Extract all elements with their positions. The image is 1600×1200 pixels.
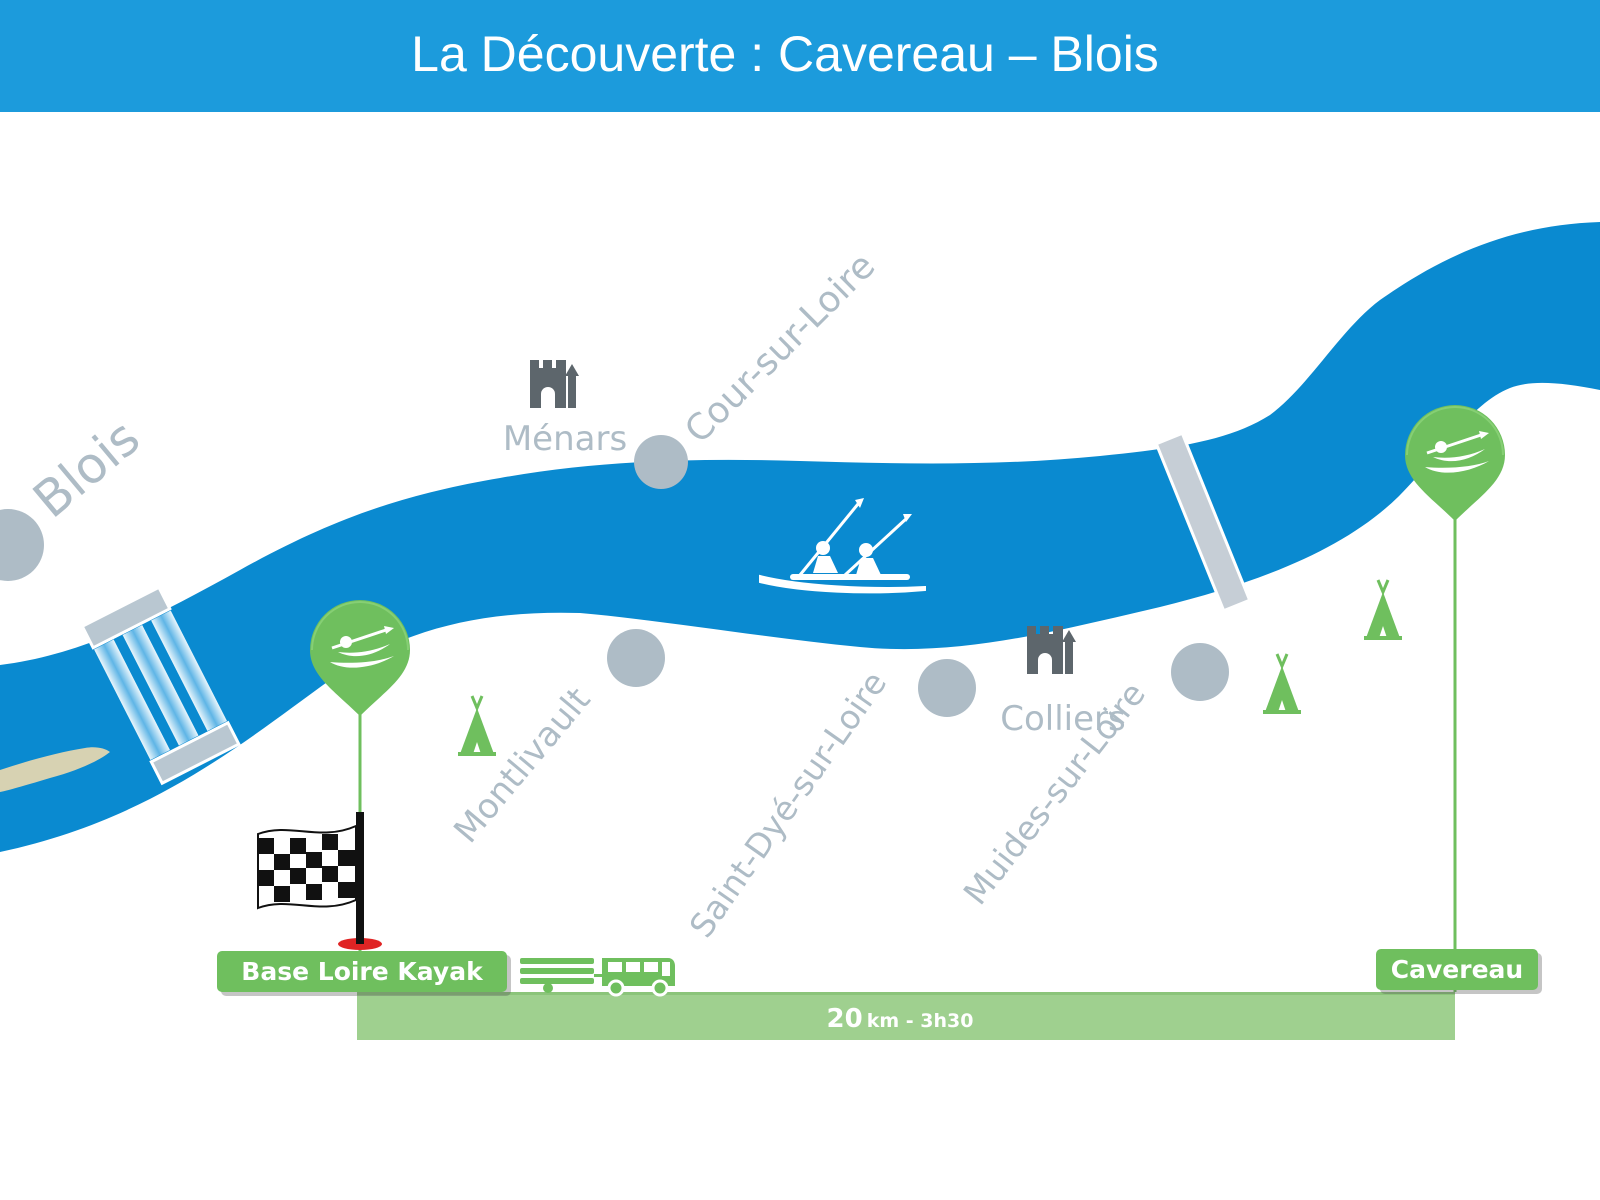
- town-marker-saint-dye: [918, 659, 976, 717]
- castle-icon: [530, 360, 579, 408]
- castle-icon: [1027, 626, 1076, 674]
- town-label-cour-sur-loire: Cour-sur-Loire: [677, 245, 883, 451]
- town-label-montlivault: Montlivault: [446, 680, 598, 851]
- end-badge: Cavereau: [1376, 949, 1542, 994]
- town-marker-muides: [1171, 643, 1229, 701]
- town-label-colliers: Colliers: [1000, 699, 1126, 739]
- town-marker-blois: [0, 509, 44, 581]
- town-label-menars: Ménars: [503, 419, 627, 459]
- camping-tent-icon: [1261, 652, 1303, 716]
- camping-tent-icon: [1362, 578, 1404, 642]
- weir-icon: [80, 585, 241, 786]
- finish-flag-icon: [257, 812, 382, 950]
- route-distance-bar: [357, 992, 1455, 1040]
- town-marker-menars: [634, 435, 688, 489]
- kayak-pin-icon: [308, 598, 412, 718]
- town-label-blois: Blois: [22, 408, 150, 529]
- town-label-saint-dye: Saint-Dyé-sur-Loire: [682, 664, 895, 944]
- end-location-label: Cavereau: [1391, 955, 1523, 984]
- tandem-kayak-icon: [759, 498, 926, 594]
- camping-tent-icon: [456, 694, 498, 758]
- kayak-pin-icon: [1403, 403, 1507, 523]
- loire-river: [0, 222, 1600, 852]
- header-bar: La Découverte : Cavereau – Blois: [0, 0, 1600, 112]
- start-location-label: Base Loire Kayak: [241, 957, 484, 986]
- bridge-icon: [1154, 431, 1252, 613]
- distance-unit: km - 3h30: [867, 1010, 974, 1032]
- map-title: La Découverte : Cavereau – Blois: [411, 26, 1159, 82]
- bus-trailer-icon: [520, 958, 675, 997]
- distance-value: 20: [827, 1004, 863, 1034]
- sandbank: [0, 747, 110, 792]
- town-marker-montlivault: [607, 629, 665, 687]
- start-badge: Base Loire Kayak: [217, 951, 511, 996]
